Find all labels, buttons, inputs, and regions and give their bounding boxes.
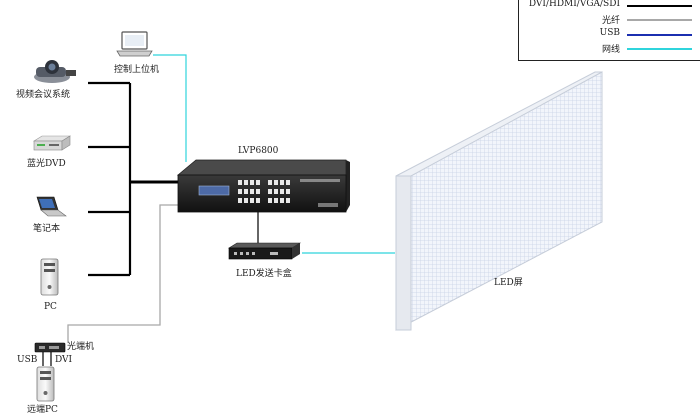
remote-pc-label: 远端PC bbox=[27, 405, 58, 415]
control-pc-icon bbox=[116, 31, 153, 57]
legend-swatch bbox=[627, 48, 692, 50]
laptop-label: 笔记本 bbox=[33, 224, 61, 234]
legend-item-fiber: 光纤 bbox=[519, 13, 700, 27]
processor-label: LVP6800 bbox=[238, 146, 279, 156]
video-conference-icon bbox=[34, 60, 76, 83]
dvi-hdmi-cables bbox=[88, 81, 178, 277]
legend-item-usb: USB bbox=[519, 28, 700, 42]
legend-label: USB bbox=[599, 28, 620, 38]
legend-label: 网线 bbox=[601, 45, 620, 55]
fiber-cable bbox=[67, 204, 178, 343]
video-conference-label: 视频会议系统 bbox=[16, 90, 71, 100]
sender-box-label: LED发送卡盒 bbox=[236, 269, 292, 279]
laptop-icon bbox=[36, 196, 67, 217]
legend-item-network: 网线 bbox=[519, 42, 700, 56]
converter-to-remote-pc-cables bbox=[42, 352, 52, 366]
control-pc-label: 控制上位机 bbox=[114, 65, 160, 75]
legend: DVI/HDMI/VGA/SDI 光纤 USB 网线 bbox=[518, 0, 700, 61]
legend-swatch bbox=[627, 5, 692, 7]
network-cables bbox=[153, 54, 395, 254]
legend-swatch bbox=[627, 34, 692, 36]
lvp6800-processor-icon bbox=[176, 159, 350, 213]
legend-label: 光纤 bbox=[601, 16, 620, 26]
led-screen-label: LED屏 bbox=[494, 278, 523, 288]
legend-swatch bbox=[627, 19, 692, 21]
bluray-player-icon bbox=[32, 135, 72, 151]
bluray-label: 蓝光DVD bbox=[27, 159, 66, 169]
legend-item-dvi: DVI/HDMI/VGA/SDI bbox=[519, 0, 700, 13]
pc-tower-icon bbox=[40, 258, 59, 296]
led-screen bbox=[395, 71, 603, 331]
usb-port-label: USB bbox=[17, 355, 38, 365]
pc-label: PC bbox=[44, 302, 57, 312]
remote-pc-icon bbox=[36, 366, 55, 402]
led-sender-box-icon bbox=[227, 242, 302, 260]
dvi-port-label: DVI bbox=[55, 355, 73, 365]
fiber-converter-label: 光端机 bbox=[67, 342, 95, 352]
legend-label: DVI/HDMI/VGA/SDI bbox=[528, 0, 620, 9]
fiber-converter-icon bbox=[34, 342, 66, 353]
